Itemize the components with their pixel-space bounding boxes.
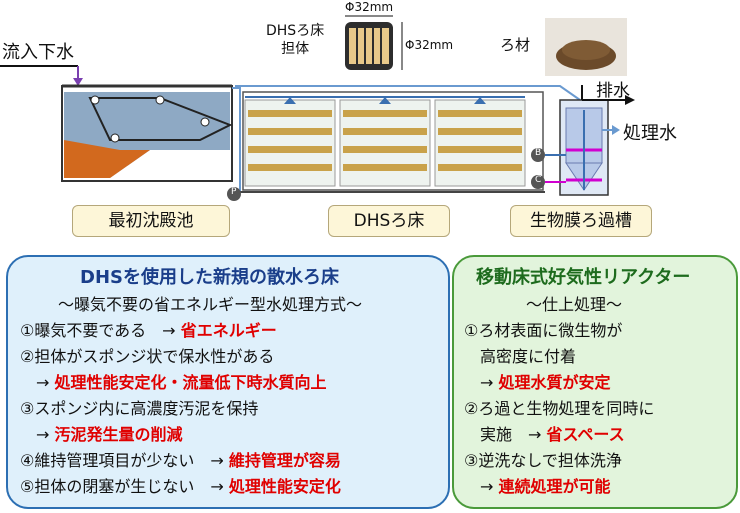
- feature-line: → 汚泥発生量の削減: [20, 421, 183, 445]
- inflow-label: 流入下水: [2, 42, 74, 63]
- feature-line-text: ①曝気不要である →: [20, 321, 181, 340]
- feature-line-text: →: [20, 373, 55, 392]
- feature-line-text: 実施 →: [464, 425, 547, 444]
- feature-line-emphasis: 維持管理が容易: [228, 451, 341, 470]
- pump-b-label: B: [535, 148, 542, 158]
- pump-c-icon: [531, 175, 545, 189]
- feature-line-text: ④維持管理項目が少ない →: [20, 451, 229, 470]
- dhs-features-box: DHSを使用した新規の散水ろ床 ～曝気不要の省エネルギー型水処理方式～ ①曝気不…: [6, 255, 450, 509]
- feature-line-text: →: [20, 425, 55, 444]
- process-diagram: 流入下水 DHSろ床 担体 Φ32mm Φ32mm ろ材 排水 処理水 P B …: [0, 0, 740, 205]
- pump-c-label: C: [535, 175, 542, 185]
- dhs-box-title: DHSを使用した新規の散水ろ床: [80, 267, 339, 288]
- stage-label-primary-settling: 最初沈殿池: [72, 205, 230, 237]
- dhs-reactor-drawing: [232, 91, 545, 193]
- feature-line-emphasis: 省スペース: [546, 425, 625, 444]
- treated-water-label: 処理水: [623, 123, 677, 144]
- biofilm-features-box: 移動床式好気性リアクター ～仕上処理～ ①ろ材表面に微生物が 高密度に付着 → …: [452, 255, 738, 509]
- feature-line: → 連続処理が可能: [464, 473, 611, 497]
- carrier-dim-top: Φ32mm: [345, 0, 394, 14]
- feature-line-text: ③逆洗なしで担体洗浄: [464, 451, 622, 470]
- dhs-carrier-image: [345, 15, 403, 70]
- feature-line: → 処理水質が安定: [464, 369, 611, 393]
- feature-line: → 処理性能安定化・流量低下時水質向上: [20, 369, 327, 393]
- feature-line-emphasis: 省エネルギー: [180, 321, 277, 340]
- biofilm-filter-drawing: [559, 99, 609, 196]
- feature-line-text: →: [464, 477, 499, 496]
- pump-b-icon: [531, 148, 545, 162]
- feature-line-text: 高密度に付着: [464, 347, 577, 366]
- feature-line-emphasis: 処理性能安定化・流量低下時水質向上: [54, 373, 327, 392]
- feature-line: ③スポンジ内に高濃度汚泥を保持: [20, 395, 258, 419]
- stage-label-biofilm-filter: 生物膜ろ過槽: [510, 205, 652, 237]
- feature-line: ②ろ過と生物処理を同時に: [464, 395, 654, 419]
- feature-line-emphasis: 処理水質が安定: [498, 373, 611, 392]
- treated-water-arrow: [602, 125, 620, 135]
- feature-line: ⑤担体の閉塞が生じない → 処理性能安定化: [20, 473, 341, 497]
- feature-line: ②担体がスポンジ状で保水性がある: [20, 343, 274, 367]
- stage-label-dhs: DHSろ床: [328, 205, 450, 237]
- feature-line: ③逆洗なしで担体洗浄: [464, 447, 622, 471]
- feature-line: ①曝気不要である → 省エネルギー: [20, 317, 277, 341]
- feature-line: ①ろ材表面に微生物が: [464, 317, 622, 341]
- feature-line-emphasis: 連続処理が可能: [498, 477, 611, 496]
- carrier-label: DHSろ床 担体: [266, 23, 325, 57]
- biofilm-box-title: 移動床式好気性リアクター: [476, 267, 691, 288]
- dhs-box-subtitle: ～曝気不要の省エネルギー型水処理方式～: [58, 295, 363, 314]
- primary-settling-tank-drawing: [61, 84, 233, 182]
- feature-line-emphasis: 汚泥発生量の削減: [54, 425, 183, 444]
- feature-line-text: ③スポンジ内に高濃度汚泥を保持: [20, 399, 259, 418]
- drain-arrow: [581, 85, 635, 105]
- feature-line-text: ①ろ材表面に微生物が: [464, 321, 623, 340]
- feature-line: ④維持管理項目が少ない → 維持管理が容易: [20, 447, 341, 471]
- pump-p-label: P: [231, 187, 237, 197]
- media-label: ろ材: [500, 36, 531, 54]
- feature-line-text: ⑤担体の閉塞が生じない →: [20, 477, 229, 496]
- drain-label: 排水: [596, 81, 630, 101]
- biofilm-box-subtitle: ～仕上処理～: [526, 295, 623, 314]
- carrier-dim-side: Φ32mm: [405, 38, 454, 52]
- feature-line: 実施 → 省スペース: [464, 421, 625, 445]
- filter-media-image: [545, 18, 627, 76]
- feature-line-text: ②担体がスポンジ状で保水性がある: [20, 347, 275, 366]
- feature-line-emphasis: 処理性能安定化: [228, 477, 341, 496]
- feature-line-text: →: [464, 373, 499, 392]
- feature-line: 高密度に付着: [464, 343, 576, 367]
- pump-p-icon: [227, 187, 241, 201]
- feature-line-text: ②ろ過と生物処理を同時に: [464, 399, 655, 418]
- inflow-arrow: [0, 65, 83, 86]
